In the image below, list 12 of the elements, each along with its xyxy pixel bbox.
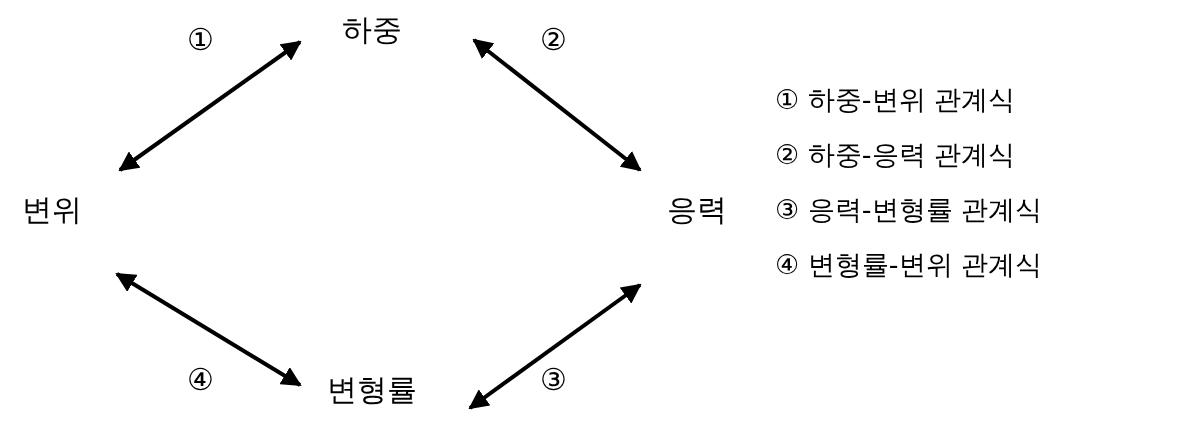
relation-note: ① 하중-변위 관계식 <box>775 83 1016 117</box>
relation-note: ④ 변형률-변위 관계식 <box>775 248 1043 282</box>
relation-note: ③ 응력-변형률 관계식 <box>775 193 1043 227</box>
double-arrow <box>472 38 642 172</box>
node-label: 변형률 <box>327 372 417 408</box>
node-label: 하중 <box>342 12 402 48</box>
node-label: 응력 <box>667 192 727 228</box>
double-arrow <box>468 283 642 410</box>
node-label: 변위 <box>22 192 82 228</box>
double-arrow <box>118 40 302 172</box>
relation-note: ② 하중-응력 관계식 <box>775 138 1016 172</box>
double-arrow <box>115 272 302 387</box>
